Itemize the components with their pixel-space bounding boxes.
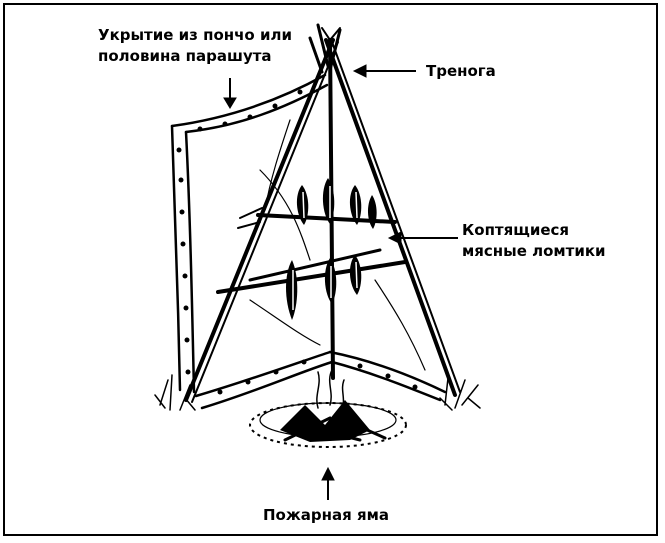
pointer-arrows bbox=[223, 64, 458, 500]
meat-label: Коптящиеся мясные ломтики bbox=[462, 220, 606, 262]
tripod-poles bbox=[184, 23, 461, 403]
fire-pit bbox=[249, 369, 407, 448]
tripod-arrow bbox=[352, 64, 416, 78]
shelter-arrow bbox=[223, 78, 237, 109]
poncho-shelter bbox=[170, 73, 447, 410]
meat-strip-highlights bbox=[292, 186, 358, 310]
fire-pit-label: Пожарная яма bbox=[263, 506, 389, 524]
shelter-label: Укрытие из пончо или половина парашута bbox=[98, 25, 292, 67]
meat-arrow bbox=[387, 231, 458, 245]
fire-pit-arrow bbox=[321, 466, 335, 500]
shelter-label-line2: половина парашута bbox=[98, 47, 272, 65]
meat-label-line2: мясные ломтики bbox=[462, 242, 606, 260]
tripod-label: Тренога bbox=[426, 62, 496, 80]
grass-tufts bbox=[154, 374, 481, 411]
shelter-label-line1: Укрытие из пончо или bbox=[98, 26, 292, 44]
meat-label-line1: Коптящиеся bbox=[462, 221, 570, 239]
